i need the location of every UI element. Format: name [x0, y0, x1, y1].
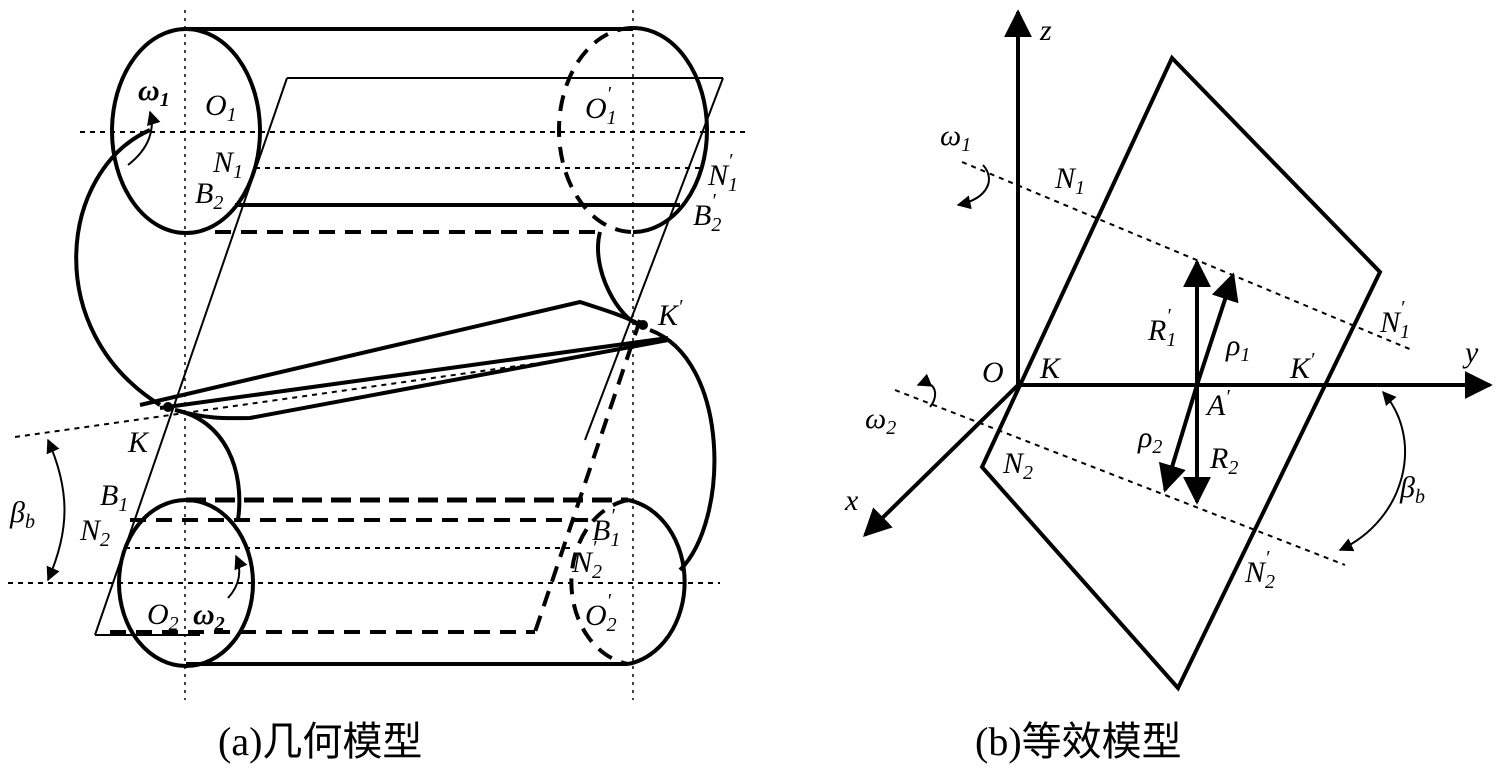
upper-right-end-hidden	[557, 26, 634, 234]
label-n2: N2	[79, 514, 110, 551]
label-r2: R2	[1209, 442, 1238, 479]
caption-b: (b)等效模型	[975, 719, 1182, 764]
label-n2-prime-b: N2′	[1244, 547, 1275, 593]
label-beta-b-b: βb	[1399, 471, 1425, 508]
rho2-arrow	[1158, 384, 1199, 493]
label-k-prime: K′	[657, 296, 683, 332]
omega2-rotation-arrow	[916, 373, 937, 408]
label-o1: O1	[205, 89, 237, 126]
n1-dotted-line	[961, 161, 1413, 351]
upper-cylinder	[110, 26, 709, 235]
x-axis	[863, 383, 1020, 537]
label-a-prime: A′	[1205, 386, 1230, 422]
action-plane	[94, 77, 724, 636]
contact-point-k	[163, 402, 173, 412]
wedge-middle-edge	[159, 336, 669, 410]
label-n2-b: N2	[1002, 447, 1033, 484]
label-r1: R1′	[1147, 305, 1176, 351]
label-n2-prime: N2′	[571, 537, 602, 583]
label-k-prime-b: K′	[1289, 349, 1315, 385]
label-rho1: ρ1	[1225, 329, 1250, 366]
label-o2: O2	[147, 598, 179, 635]
label-o2-prime: O2′	[585, 590, 617, 636]
label-b2-prime: B2′	[693, 190, 721, 236]
label-origin-o: O	[982, 356, 1004, 389]
label-b2: B2	[195, 177, 223, 214]
label-n1-prime: N1′	[707, 150, 738, 196]
n2-dotted-line	[894, 389, 1346, 566]
inclined-axis-line	[14, 359, 561, 438]
label-x: x	[844, 484, 859, 517]
label-z: z	[1039, 14, 1052, 47]
caption-a: (a)几何模型	[218, 719, 422, 764]
rho1-arrow	[1195, 272, 1239, 386]
plane-right-hidden-edge	[533, 319, 642, 633]
upper-base-curve	[74, 128, 162, 407]
wedge-lower-edge	[174, 338, 669, 421]
upper-right-end-front	[632, 26, 709, 234]
label-n1-b: N1	[1054, 162, 1085, 199]
lower-right-end-hidden	[569, 498, 629, 666]
contact-point-k-prime	[638, 320, 648, 330]
contact-wedge	[139, 299, 669, 421]
panel-a-labels: ω1 O1 O1′ N1 N1′ B2 B2′ K′ K βb B1 N2 B1…	[9, 74, 738, 636]
omega1-rotation-arc	[127, 110, 161, 166]
panel-b-equivalent-model: z y x O K K′ ω1 ω2 N1 N1′ N2 N2′ R1′ ρ1 …	[844, 9, 1493, 764]
omega2-rotation-arc	[227, 554, 248, 599]
label-b1: B1	[100, 479, 128, 516]
lower-cylinder	[117, 497, 687, 668]
wedge-upper-edge	[139, 299, 642, 407]
panel-b-labels: z y x O K K′ ω1 ω2 N1 N1′ N2 N2′ R1′ ρ1 …	[844, 14, 1479, 593]
label-k: K	[127, 426, 150, 459]
omega1-rotation-arrow	[956, 164, 990, 210]
label-b1-prime: B1′	[592, 505, 620, 551]
panel-a-geometric-model: ω1 O1 O1′ N1 N1′ B2 B2′ K′ K βb B1 N2 B1…	[8, 10, 745, 764]
lower-right-curve	[649, 328, 717, 572]
label-omega2-b: ω2	[865, 402, 896, 439]
label-y: y	[1462, 336, 1479, 369]
label-o1-prime: O1′	[585, 83, 617, 129]
beta-angle-arc	[46, 438, 66, 582]
label-k-b: K	[1039, 352, 1062, 385]
label-n1: N1	[212, 146, 243, 183]
plane-right-edge	[584, 77, 724, 441]
label-omega1-b: ω1	[940, 119, 971, 156]
label-omega1: ω1	[138, 74, 170, 111]
lower-right-end-front	[627, 498, 687, 666]
label-n1-prime-b: N1′	[1379, 297, 1410, 343]
beta-angle-arc-b	[1338, 390, 1406, 552]
label-beta-b: βb	[9, 496, 35, 533]
equivalent-plane	[979, 54, 1383, 692]
label-omega2: ω2	[193, 598, 225, 635]
label-rho2: ρ2	[1137, 421, 1162, 458]
